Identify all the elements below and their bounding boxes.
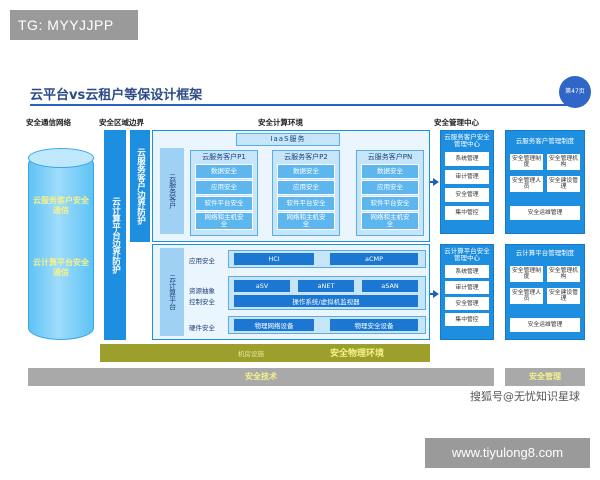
client-item: 网络和主机安全: [361, 212, 419, 230]
physical-env-bar: [100, 344, 430, 362]
mgmt-system-item: 安全建设管理: [547, 176, 580, 192]
platform-mgmt-center: 云计算平台安全管理中心 系统管理 审计管理 安全管理 集中管控: [440, 244, 494, 340]
mgmt-center-item: 安全管理: [445, 188, 489, 203]
client-item: 数据安全: [195, 164, 253, 179]
mgmt-center-title: 云计算平台安全管理中心: [444, 247, 490, 263]
header-network: 安全通信网络: [26, 118, 71, 127]
header-mgmt-center: 安全管理中心: [434, 118, 479, 127]
arrow-line-bottom: [430, 293, 434, 295]
client-title: 云服务客户PN: [367, 153, 413, 161]
mgmt-system-footer: 安全运维管理: [510, 318, 580, 332]
network-cylinder-top: [28, 148, 94, 168]
header-region: 安全区域边界: [99, 118, 144, 127]
physical-env-label: 安全物理环境: [330, 349, 385, 359]
mgmt-center-title: 云服务客户安全管理中心: [444, 133, 490, 149]
client-item: 软件平台安全: [277, 196, 335, 211]
client-item: 软件平台安全: [361, 196, 419, 211]
asan-cell: aSAN: [362, 280, 418, 292]
mgmt-center-item: 审计管理: [445, 170, 489, 185]
platform-side-label: 云计算平台: [160, 248, 184, 336]
cylinder-text-platform: 云计算平台安全通信: [33, 258, 89, 277]
mgmt-system-item: 安全建设管理: [547, 288, 580, 304]
client-item: 应用安全: [195, 180, 253, 195]
mgmt-center-item: 集中管控: [445, 206, 489, 221]
arrow-right-icon: [433, 178, 439, 186]
physical-network-cell: 物理网络设备: [234, 319, 314, 331]
arrow-line-top: [430, 181, 434, 183]
asv-cell: aSV: [234, 280, 290, 292]
mgmt-system-item: 安全管理人员: [510, 176, 543, 192]
iaas-service-label: IaaS服务: [236, 133, 340, 146]
client-item: 应用安全: [361, 180, 419, 195]
cylinder-text-tenant: 云服务客户安全通信: [33, 196, 89, 215]
tenant-side-label: 云服务客户: [160, 148, 184, 234]
mgmt-center-item: 集中管控: [445, 313, 489, 327]
resource-abstraction-label: 资源抽象: [189, 287, 215, 295]
machine-room-label: 机房设施: [238, 350, 264, 358]
mgmt-center-item: 系统管理: [445, 265, 489, 279]
title-divider: [30, 104, 570, 106]
client-item: 网络和主机安全: [277, 212, 335, 230]
header-compute: 安全计算环境: [258, 118, 303, 127]
mgmt-system-item: 安全管理制度: [510, 266, 543, 282]
security-tech-bar: 安全技术: [28, 368, 494, 386]
network-cylinder: [28, 152, 94, 340]
mgmt-center-item: 审计管理: [445, 281, 489, 295]
client-box-p1: 云服务客户P1 数据安全 应用安全 软件平台安全 网络和主机安全: [190, 150, 258, 236]
mgmt-system-title: 云服务客户管理制度: [515, 137, 575, 145]
anet-cell: aNET: [298, 280, 354, 292]
platform-boundary-bar: 云计算平台边界防护: [104, 130, 126, 340]
mgmt-system-item: 安全管理机构: [547, 266, 580, 282]
physical-security-cell: 物理安全设备: [330, 319, 418, 331]
mgmt-system-item: 安全管理制度: [510, 154, 543, 170]
client-item: 软件平台安全: [195, 196, 253, 211]
client-box-p2: 云服务客户P2 数据安全 应用安全 软件平台安全 网络和主机安全: [272, 150, 340, 236]
client-item: 数据安全: [361, 164, 419, 179]
mgmt-system-item: 安全管理人员: [510, 288, 543, 304]
mgmt-center-item: 系统管理: [445, 152, 489, 167]
os-vmm-cell: 操作系统/虚拟机监视器: [234, 295, 418, 307]
client-box-pn: 云服务客户PN 数据安全 应用安全 软件平台安全 网络和主机安全: [356, 150, 424, 236]
control-security-label: 控制安全: [189, 298, 215, 306]
sohu-watermark: 搜狐号@无忧知识星球: [470, 390, 580, 403]
mgmt-system-footer: 安全运维管理: [510, 206, 580, 220]
arrow-right-icon: [433, 290, 439, 298]
mgmt-center-item: 安全管理: [445, 297, 489, 311]
hardware-security-label: 硬件安全: [189, 324, 215, 332]
mgmt-system-item: 安全管理机构: [547, 154, 580, 170]
app-security-label: 应用安全: [189, 257, 215, 265]
tenant-boundary-bar: 云服务客户边界防护: [130, 130, 150, 242]
client-item: 网络和主机安全: [195, 212, 253, 230]
page-title: 云平台vs云租户等保设计框架: [30, 88, 203, 103]
client-title: 云服务客户P1: [202, 153, 246, 161]
mgmt-system-title: 云计算平台管理制度: [515, 249, 575, 257]
acmp-cell: aCMP: [330, 253, 418, 265]
client-item: 应用安全: [277, 180, 335, 195]
account-tag: TG: MYYJJPP: [10, 10, 138, 40]
page-badge: 第47页: [559, 76, 591, 108]
site-url: www.tiyulong8.com: [425, 438, 590, 468]
tenant-mgmt-center: 云服务客户安全管理中心 系统管理 审计管理 安全管理 集中管控: [440, 130, 494, 234]
hci-cell: HCI: [234, 253, 314, 265]
security-mgmt-bar: 安全管理: [505, 368, 585, 386]
client-item: 数据安全: [277, 164, 335, 179]
client-title: 云服务客户P2: [284, 153, 328, 161]
